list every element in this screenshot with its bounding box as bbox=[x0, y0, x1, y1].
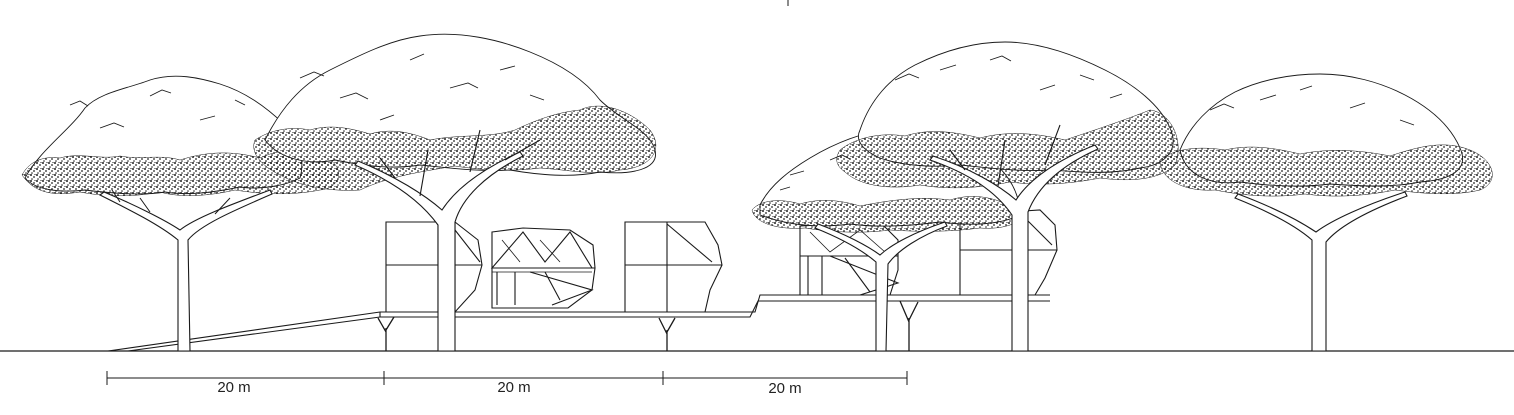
deck-support-1 bbox=[377, 316, 395, 351]
pavilion-5 bbox=[959, 209, 1058, 296]
tree-1-trunk bbox=[98, 189, 273, 352]
pavilion-2 bbox=[490, 227, 596, 309]
tree-2 bbox=[253, 33, 656, 352]
tree-4-trunk bbox=[929, 144, 1099, 352]
tree-3-trunk bbox=[814, 221, 948, 352]
pavilion-3 bbox=[624, 221, 723, 313]
scale-label-1: 20 m bbox=[217, 379, 250, 396]
tree-5-foliage-shade bbox=[1159, 144, 1493, 197]
scale-label-2: 20 m bbox=[497, 379, 530, 396]
scale-label-3: 20 m bbox=[768, 380, 801, 397]
tree-5-trunk bbox=[1234, 191, 1408, 352]
tree-2-trunk bbox=[354, 151, 524, 352]
tree-5 bbox=[1159, 73, 1493, 352]
tree-2-foliage-shade bbox=[253, 105, 656, 191]
tree-4 bbox=[836, 41, 1179, 352]
pavilion-1 bbox=[385, 221, 483, 313]
canopy-leaf-flecks bbox=[69, 53, 1415, 191]
deck-supports bbox=[377, 300, 919, 351]
scale-bar: 20 m 20 m 20 m bbox=[106, 371, 908, 397]
tree-1 bbox=[21, 75, 339, 352]
deck-support-2 bbox=[658, 317, 676, 351]
deck-support-3 bbox=[899, 300, 919, 351]
